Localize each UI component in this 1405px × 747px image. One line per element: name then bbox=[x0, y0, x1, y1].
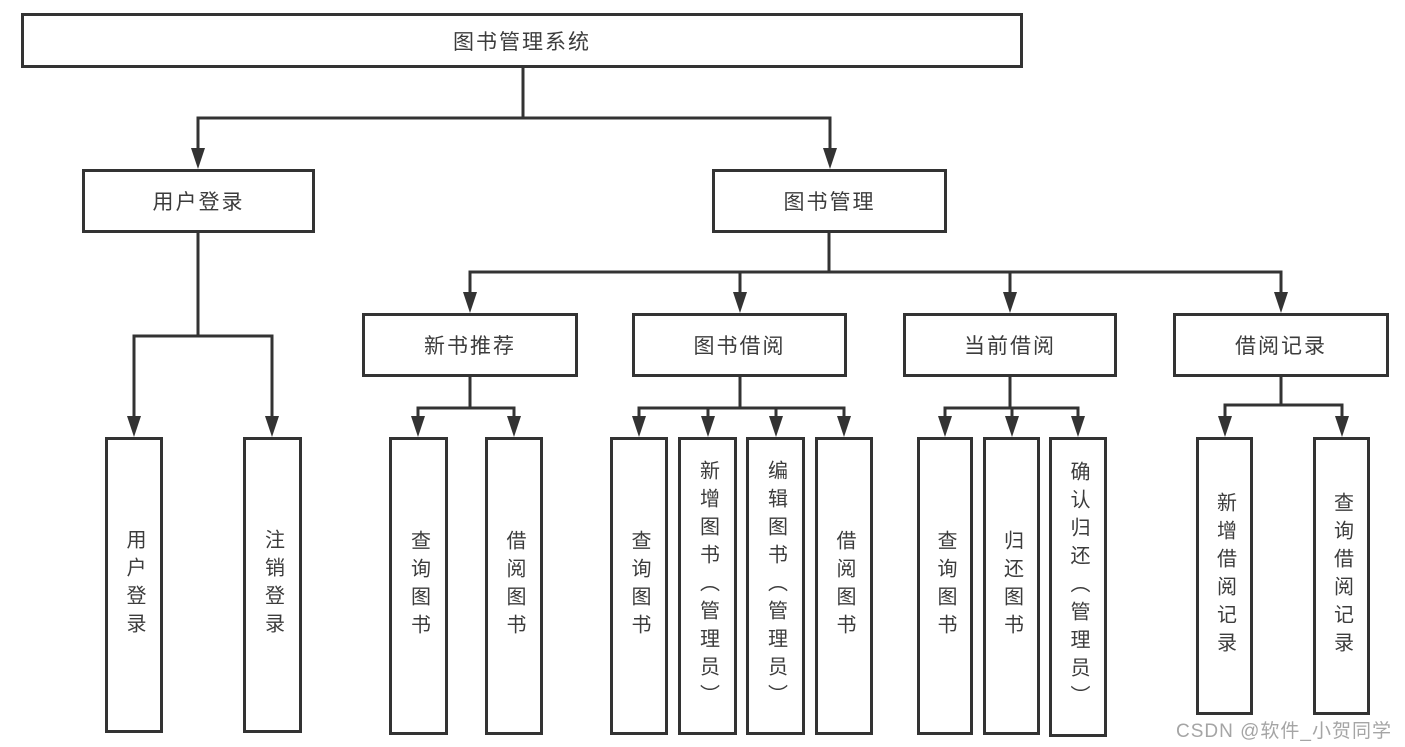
node-label: 当前借阅 bbox=[964, 335, 1056, 358]
leaf-borrow-books-recommend: 借阅图书 bbox=[485, 437, 543, 735]
arrowhead bbox=[265, 416, 279, 437]
node-label: 查询图书 bbox=[407, 530, 430, 642]
node-label: 新增借阅记录 bbox=[1213, 492, 1236, 660]
arrowhead bbox=[1274, 292, 1288, 313]
node-label: 注销登录 bbox=[261, 529, 284, 641]
arrowhead bbox=[191, 148, 205, 169]
arrowhead bbox=[823, 148, 837, 169]
arrowhead bbox=[1003, 292, 1017, 313]
node-borrow-records: 借阅记录 bbox=[1173, 313, 1389, 377]
leaf-query-books-current: 查询图书 bbox=[917, 437, 973, 735]
node-label: 归还图书 bbox=[1000, 530, 1023, 642]
leaf-query-books-recommend: 查询图书 bbox=[389, 437, 448, 735]
connector-book-borrow-to-leaves bbox=[637, 375, 846, 420]
leaf-confirm-return-admin: 确认归还（管理员） bbox=[1049, 437, 1107, 737]
leaf-query-borrow-record: 查询借阅记录 bbox=[1313, 437, 1370, 715]
arrowhead bbox=[1335, 416, 1349, 437]
arrowhead bbox=[463, 292, 477, 313]
leaf-user-login: 用户登录 bbox=[105, 437, 163, 733]
node-label: 图书管理 bbox=[783, 191, 876, 214]
arrowhead bbox=[1218, 416, 1232, 437]
connector-root-to-level2 bbox=[196, 66, 832, 152]
connector-user-login-to-leaves bbox=[132, 231, 274, 420]
arrowhead bbox=[769, 416, 783, 437]
arrowhead bbox=[1071, 416, 1085, 437]
arrowhead bbox=[411, 416, 425, 437]
connector-new-book-recommend-to-leaves bbox=[416, 375, 516, 420]
arrowhead bbox=[127, 416, 141, 437]
node-label: 借阅图书 bbox=[833, 530, 855, 642]
node-label: 新增图书（管理员） bbox=[696, 460, 719, 712]
arrowhead bbox=[1005, 416, 1019, 437]
node-label: 图书管理系统 bbox=[453, 30, 591, 54]
node-label: 编辑图书（管理员） bbox=[764, 460, 787, 712]
node-new-book-recommend: 新书推荐 bbox=[362, 313, 578, 377]
leaf-add-borrow-record: 新增借阅记录 bbox=[1196, 437, 1253, 715]
node-label: 查询图书 bbox=[628, 530, 650, 642]
connector-book-management-to-level3 bbox=[468, 231, 1283, 296]
csdn-watermark: CSDN @软件_小贺同学 bbox=[1176, 721, 1392, 742]
node-library-management-system: 图书管理系统 bbox=[21, 13, 1023, 68]
node-label: 借阅图书 bbox=[503, 530, 525, 642]
node-label: 用户登录 bbox=[123, 529, 145, 641]
arrowhead bbox=[701, 416, 715, 437]
connector-current-borrow-to-leaves bbox=[943, 375, 1080, 420]
arrowhead bbox=[837, 416, 851, 437]
arrowhead bbox=[507, 416, 521, 437]
arrowhead bbox=[938, 416, 952, 437]
leaf-logout: 注销登录 bbox=[243, 437, 302, 733]
arrowheads bbox=[127, 148, 1349, 437]
node-label: 图书借阅 bbox=[693, 335, 786, 358]
node-label: 借阅记录 bbox=[1235, 335, 1327, 358]
leaf-add-book-admin: 新增图书（管理员） bbox=[678, 437, 737, 735]
leaf-edit-book-admin: 编辑图书（管理员） bbox=[746, 437, 805, 735]
node-current-borrow: 当前借阅 bbox=[903, 313, 1117, 377]
node-label: 查询图书 bbox=[934, 530, 956, 642]
node-user-login-branch: 用户登录 bbox=[82, 169, 315, 233]
node-label: 查询借阅记录 bbox=[1330, 492, 1353, 660]
arrowhead bbox=[632, 416, 646, 437]
node-label: 用户登录 bbox=[152, 191, 245, 214]
node-book-management: 图书管理 bbox=[712, 169, 947, 233]
node-label: 新书推荐 bbox=[424, 335, 516, 358]
leaf-borrow-books: 借阅图书 bbox=[815, 437, 873, 735]
node-book-borrow: 图书借阅 bbox=[632, 313, 847, 377]
arrowhead bbox=[733, 292, 747, 313]
leaf-query-books-borrow: 查询图书 bbox=[610, 437, 668, 735]
leaf-return-book: 归还图书 bbox=[983, 437, 1040, 735]
connector-borrow-records-to-leaves bbox=[1223, 375, 1344, 420]
node-label: 确认归还（管理员） bbox=[1067, 461, 1089, 713]
